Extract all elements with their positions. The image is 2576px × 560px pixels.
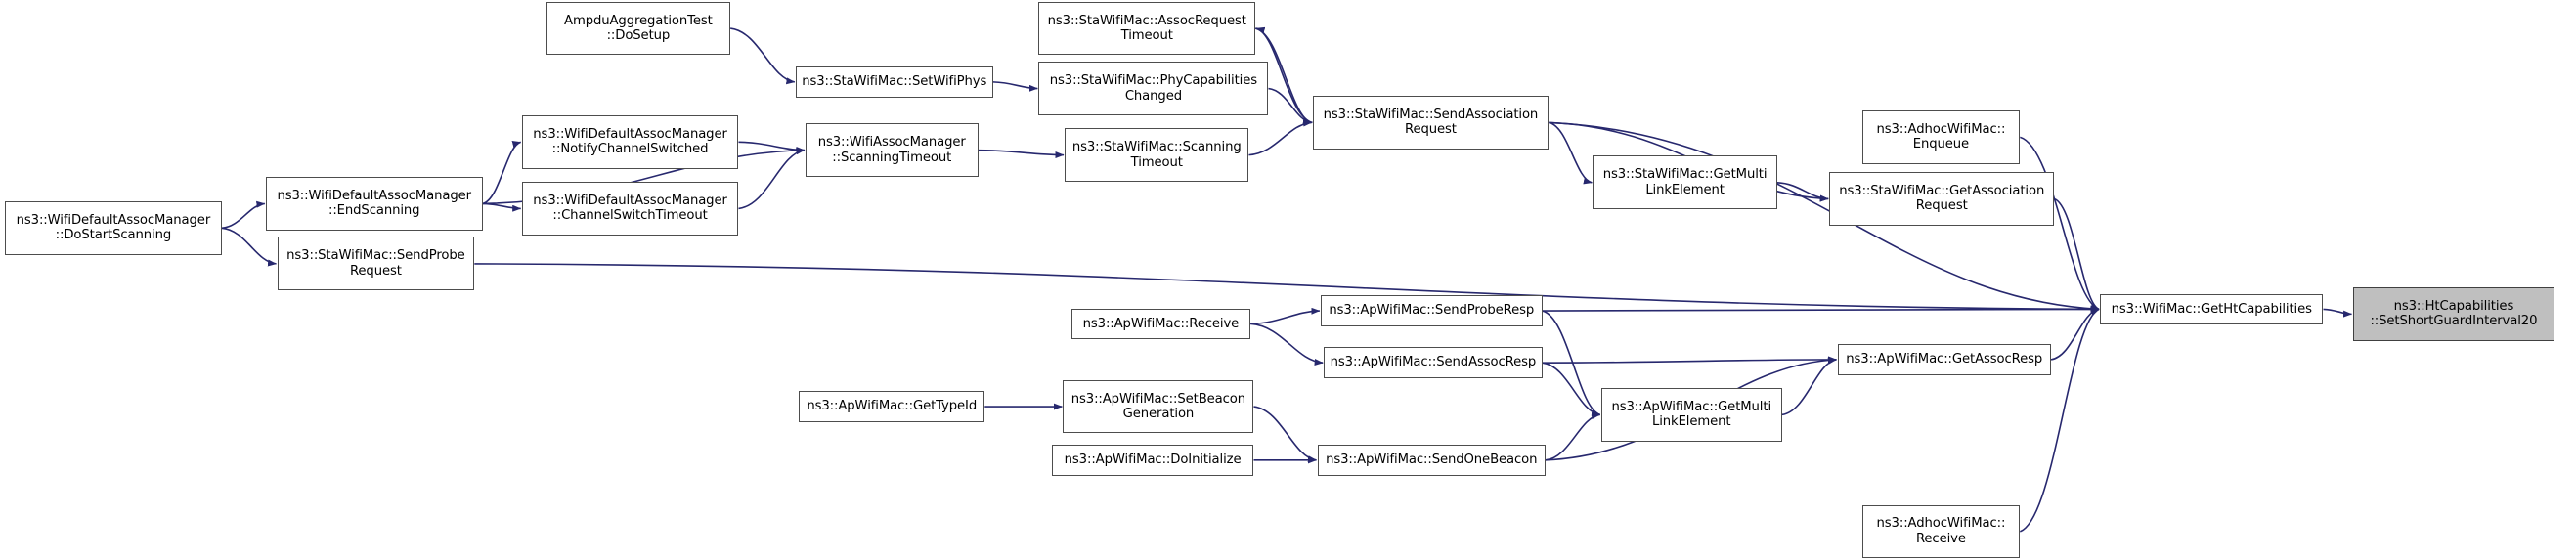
graph-edge bbox=[1250, 323, 1324, 366]
graph-node[interactable]: ns3::ApWifiMac::GetAssocResp bbox=[1837, 344, 2051, 375]
graph-node[interactable]: ns3::ApWifiMac::SetBeacon Generation bbox=[1063, 379, 1254, 434]
graph-edge bbox=[482, 141, 522, 205]
graph-node[interactable]: ns3::ApWifiMac::SendAssocResp bbox=[1324, 347, 1543, 378]
graph-node[interactable]: ns3::StaWifiMac::AssocRequest Timeout bbox=[1038, 1, 1256, 56]
graph-node[interactable]: ns3::HtCapabilities ::SetShortGuardInter… bbox=[2352, 286, 2555, 341]
graph-node[interactable]: ns3::StaWifiMac::PhyCapabilities Changed bbox=[1038, 62, 1269, 115]
graph-edge bbox=[221, 200, 266, 230]
graph-edge bbox=[221, 227, 278, 267]
graph-node[interactable]: ns3::StaWifiMac::GetMulti LinkElement bbox=[1593, 155, 1777, 210]
graph-node[interactable]: ns3::ApWifiMac::Receive bbox=[1070, 308, 1251, 340]
graph-node[interactable]: ns3::ApWifiMac::GetMulti LinkElement bbox=[1600, 387, 1782, 442]
graph-node[interactable]: ns3::ApWifiMac::GetTypeId bbox=[799, 391, 985, 422]
graph-node[interactable]: ns3::WifiDefaultAssocManager ::EndScanni… bbox=[265, 177, 483, 231]
graph-edge bbox=[1776, 182, 1829, 202]
graph-edge bbox=[1542, 362, 1601, 417]
graph-node[interactable]: ns3::AdhocWifiMac:: Enqueue bbox=[1861, 109, 2021, 164]
graph-edge bbox=[730, 27, 796, 85]
graph-node[interactable]: ns3::AdhocWifiMac:: Receive bbox=[1861, 504, 2021, 559]
graph-edge bbox=[1542, 305, 2100, 313]
graph-edge bbox=[2053, 197, 2100, 311]
graph-node[interactable]: ns3::StaWifiMac::SendAssociation Request bbox=[1312, 95, 1550, 150]
graph-node[interactable]: ns3::WifiMac::GetHtCapabilities bbox=[2100, 293, 2324, 325]
graph-node[interactable]: ns3::ApWifiMac::DoInitialize bbox=[1051, 445, 1254, 476]
graph-edge bbox=[2019, 308, 2100, 533]
graph-edge bbox=[738, 141, 806, 153]
graph-node[interactable]: ns3::StaWifiMac::Scanning Timeout bbox=[1065, 128, 1249, 182]
graph-node[interactable]: ns3::ApWifiMac::SendProbeResp bbox=[1320, 295, 1543, 326]
graph-edge bbox=[978, 149, 1065, 159]
graph-edge bbox=[738, 148, 806, 210]
graph-edge bbox=[474, 263, 2100, 313]
graph-edge bbox=[1545, 412, 1601, 461]
graph-edge bbox=[1253, 406, 1318, 463]
graph-node[interactable]: ns3::WifiDefaultAssocManager ::ChannelSw… bbox=[521, 182, 739, 236]
graph-node[interactable]: AmpduAggregationTest ::DoSetup bbox=[546, 1, 731, 56]
graph-edge bbox=[1268, 87, 1313, 125]
graph-node[interactable]: ns3::WifiDefaultAssocManager ::DoStartSc… bbox=[5, 200, 222, 255]
graph-edge bbox=[1542, 356, 1838, 365]
graph-edge bbox=[1250, 307, 1321, 325]
graph-edge bbox=[1549, 121, 1593, 185]
graph-edge bbox=[1542, 310, 1601, 416]
graph-node[interactable]: ns3::StaWifiMac::SendProbe Request bbox=[277, 237, 475, 291]
graph-edge bbox=[2323, 308, 2353, 318]
graph-edge bbox=[482, 202, 522, 212]
graph-node[interactable]: ns3::ApWifiMac::SendOneBeacon bbox=[1317, 445, 1546, 476]
graph-node[interactable]: ns3::StaWifiMac::GetAssociation Request bbox=[1829, 172, 2055, 226]
graph-edge bbox=[2050, 307, 2100, 361]
graph-node[interactable]: ns3::StaWifiMac::SetWifiPhys bbox=[795, 66, 993, 98]
graph-node[interactable]: ns3::WifiAssocManager ::ScanningTimeout bbox=[805, 123, 979, 178]
graph-edge bbox=[1781, 357, 1838, 416]
graph-node[interactable]: ns3::WifiDefaultAssocManager ::NotifyCha… bbox=[521, 114, 739, 169]
graph-edge bbox=[1248, 119, 1313, 156]
graph-edge bbox=[992, 81, 1038, 92]
